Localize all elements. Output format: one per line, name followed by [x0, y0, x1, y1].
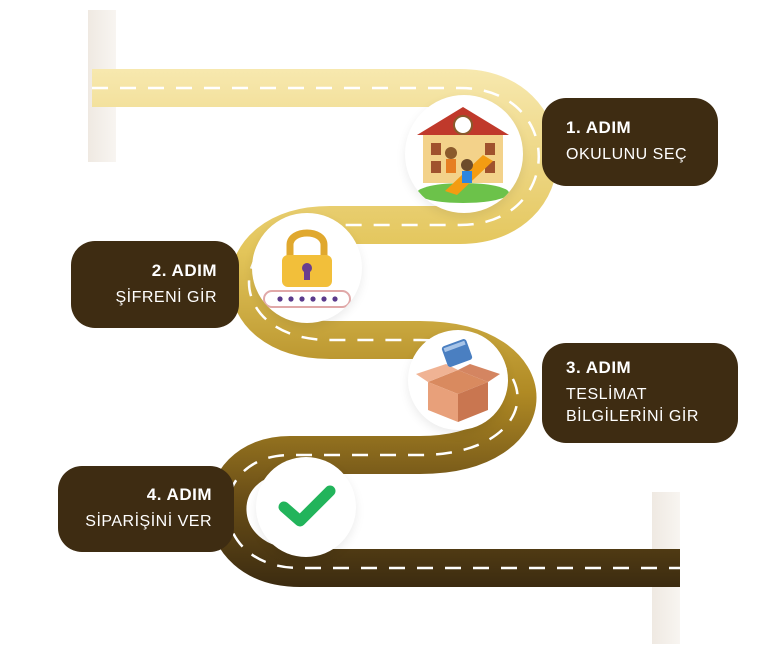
step-3-label-line1: TESLİMAT — [566, 386, 648, 403]
school-icon-circle — [405, 95, 523, 213]
step-3-label-line2: BİLGİLERİNİ GİR — [566, 408, 699, 425]
checkmark-icon — [278, 485, 336, 527]
package-icon-circle — [408, 330, 508, 430]
step-3-box: 3. ADIM TESLİMAT BİLGİLERİNİ GİR — [542, 343, 738, 443]
step-1-box: 1. ADIM OKULUNU SEÇ — [542, 98, 718, 186]
road-body — [92, 69, 680, 587]
step-2-number: 2. ADIM — [151, 260, 217, 280]
step-2-box: 2. ADIM ŞİFRENİ GİR — [71, 241, 239, 328]
step-1-number: 1. ADIM — [566, 118, 632, 137]
step-3-number: 3. ADIM — [566, 358, 632, 377]
school-playground-icon — [417, 107, 509, 203]
step-2-label: ŞİFRENİ GİR — [115, 288, 217, 306]
check-icon-circle — [256, 457, 356, 557]
step-1-label: OKULUNU SEÇ — [566, 146, 688, 163]
padlock-icon-circle — [252, 213, 362, 323]
step-4-number: 4. ADIM — [146, 485, 212, 504]
package-box-icon — [416, 339, 500, 422]
step-4-label: SİPARİŞİNİ VER — [85, 513, 212, 530]
padlock-password-icon — [263, 229, 351, 308]
step-4-box: 4. ADIM SİPARİŞİNİ VER — [58, 466, 234, 552]
